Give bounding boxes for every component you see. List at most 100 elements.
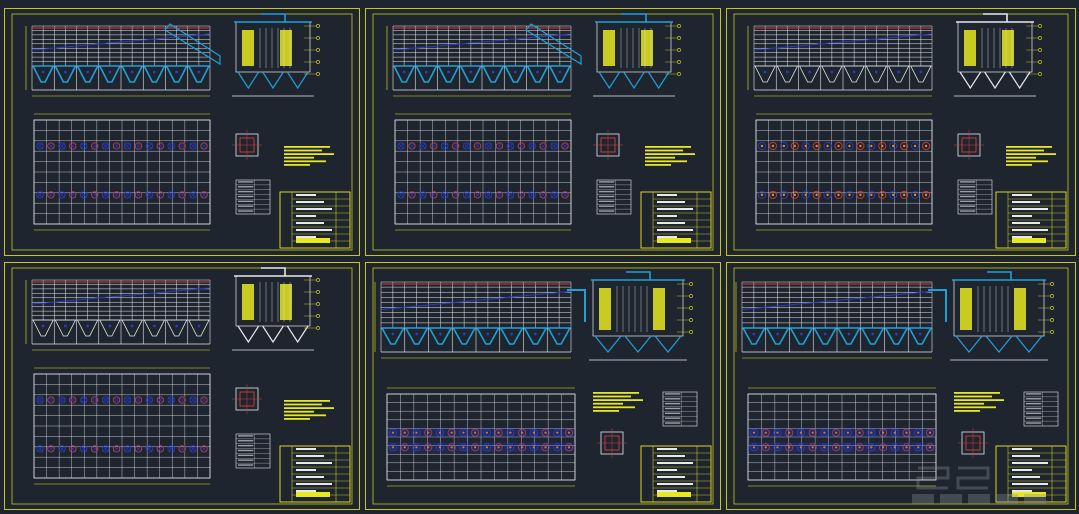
filter-bag-cell	[879, 428, 888, 437]
filter-bag-cell	[539, 142, 547, 150]
plan-view	[394, 113, 572, 231]
plan-view	[747, 387, 937, 487]
filter-bag-cell	[47, 191, 55, 199]
sheet-outer-frame	[726, 8, 1076, 256]
filter-bag-cell	[397, 191, 405, 199]
hopper	[907, 327, 933, 345]
filter-bag-cell	[867, 428, 876, 437]
hopper	[187, 65, 211, 83]
hopper	[54, 319, 77, 337]
filter-bag-cell	[80, 396, 88, 404]
filter-bag-cell	[911, 141, 920, 151]
plan-view	[33, 113, 211, 231]
hopper	[121, 319, 143, 337]
filter-bag-cell	[564, 428, 574, 437]
filter-bag-cell	[879, 443, 888, 452]
filter-bag-cell	[408, 191, 416, 199]
title-block	[640, 191, 712, 249]
filter-bag-cell	[529, 443, 538, 452]
filter-bag-cell	[397, 142, 405, 150]
filter-bag-cell	[47, 142, 55, 150]
filter-bag-cell	[506, 443, 515, 452]
filter-bag-cell	[156, 396, 164, 404]
filter-bag-cell	[112, 396, 121, 404]
filter-bag-cell	[473, 191, 482, 199]
side-elevation-view	[950, 271, 1054, 361]
parameter-table	[662, 391, 698, 427]
filter-bag-cell	[812, 190, 821, 199]
filter-bag-cell	[123, 142, 132, 150]
hopper	[99, 319, 121, 337]
filter-bag-cell	[867, 190, 876, 199]
filter-bag-cell	[812, 141, 821, 151]
filter-bag-cell	[843, 443, 852, 452]
filter-bag-cell	[518, 443, 527, 452]
filter-bag-cell	[889, 190, 898, 199]
front-elevation-view	[374, 281, 586, 359]
filter-bag-cell	[388, 443, 398, 452]
hopper	[392, 65, 416, 83]
filter-bag-cell	[459, 443, 468, 452]
filter-bag-cell	[101, 191, 110, 199]
filter-bag-cell	[200, 142, 208, 150]
sheet-inner-frame	[733, 13, 1069, 251]
filter-bag-cell	[36, 396, 44, 404]
filter-bag-cell	[189, 142, 197, 150]
side-elevation-view	[954, 13, 1042, 97]
filter-bag-cell	[112, 142, 121, 150]
filter-bag-cell	[779, 141, 788, 151]
filter-bag-cell	[517, 142, 525, 150]
filter-bag-cell	[911, 190, 920, 199]
filter-bag-cell	[539, 191, 547, 199]
hopper	[741, 327, 767, 345]
filter-bag-cell	[773, 443, 782, 452]
inlet-duct	[567, 289, 586, 322]
filter-bag-cell	[761, 428, 770, 437]
filter-bag-cell	[823, 141, 832, 151]
filter-bag-cell	[412, 428, 421, 437]
sheet-3-svg	[726, 8, 1076, 256]
hopper	[98, 65, 122, 83]
filter-bag-cell	[855, 443, 864, 452]
filter-bag-cell	[900, 141, 909, 151]
front-elevation-view	[735, 281, 947, 359]
sheet-6	[726, 262, 1076, 510]
filter-bag-cell	[178, 142, 186, 150]
filter-bag-cell	[58, 142, 66, 150]
filter-bag-cell	[47, 445, 55, 453]
filter-bag-cell	[412, 443, 421, 452]
sheet-1-svg	[4, 8, 360, 256]
filter-bag-cell	[435, 443, 444, 452]
hopper	[843, 65, 865, 83]
sheet-outer-frame	[365, 8, 721, 256]
filter-bag-cell	[452, 142, 460, 150]
hopper	[165, 65, 189, 83]
sheet-2-svg	[365, 8, 721, 256]
filter-bag-cell	[145, 142, 153, 150]
sheet-5-svg	[365, 262, 721, 510]
technical-notes	[593, 392, 643, 412]
filter-bag-cell	[58, 445, 66, 453]
filter-bag-cell	[424, 428, 433, 437]
filter-bag-cell	[564, 443, 574, 452]
plan-view	[386, 387, 576, 487]
hopper	[142, 65, 166, 83]
filter-bag-cell	[921, 141, 931, 151]
title-block	[640, 445, 712, 503]
filter-bag-cell	[36, 445, 44, 453]
filter-bag-cell	[58, 396, 66, 404]
filter-bag-cell	[69, 396, 77, 404]
hopper	[475, 327, 501, 345]
sheet-1	[4, 8, 360, 256]
filter-bag-cell	[761, 443, 770, 452]
filter-bag-cell	[441, 142, 449, 150]
filter-bag-cell	[400, 443, 409, 452]
hopper	[836, 327, 862, 345]
filter-bag-cell	[494, 428, 503, 437]
sheet-4-svg	[4, 262, 360, 510]
section-detail	[954, 130, 984, 160]
filter-bag-cell	[435, 428, 444, 437]
filter-bag-cell	[845, 190, 854, 199]
filter-bag-cell	[541, 428, 550, 437]
title-block	[279, 191, 351, 249]
